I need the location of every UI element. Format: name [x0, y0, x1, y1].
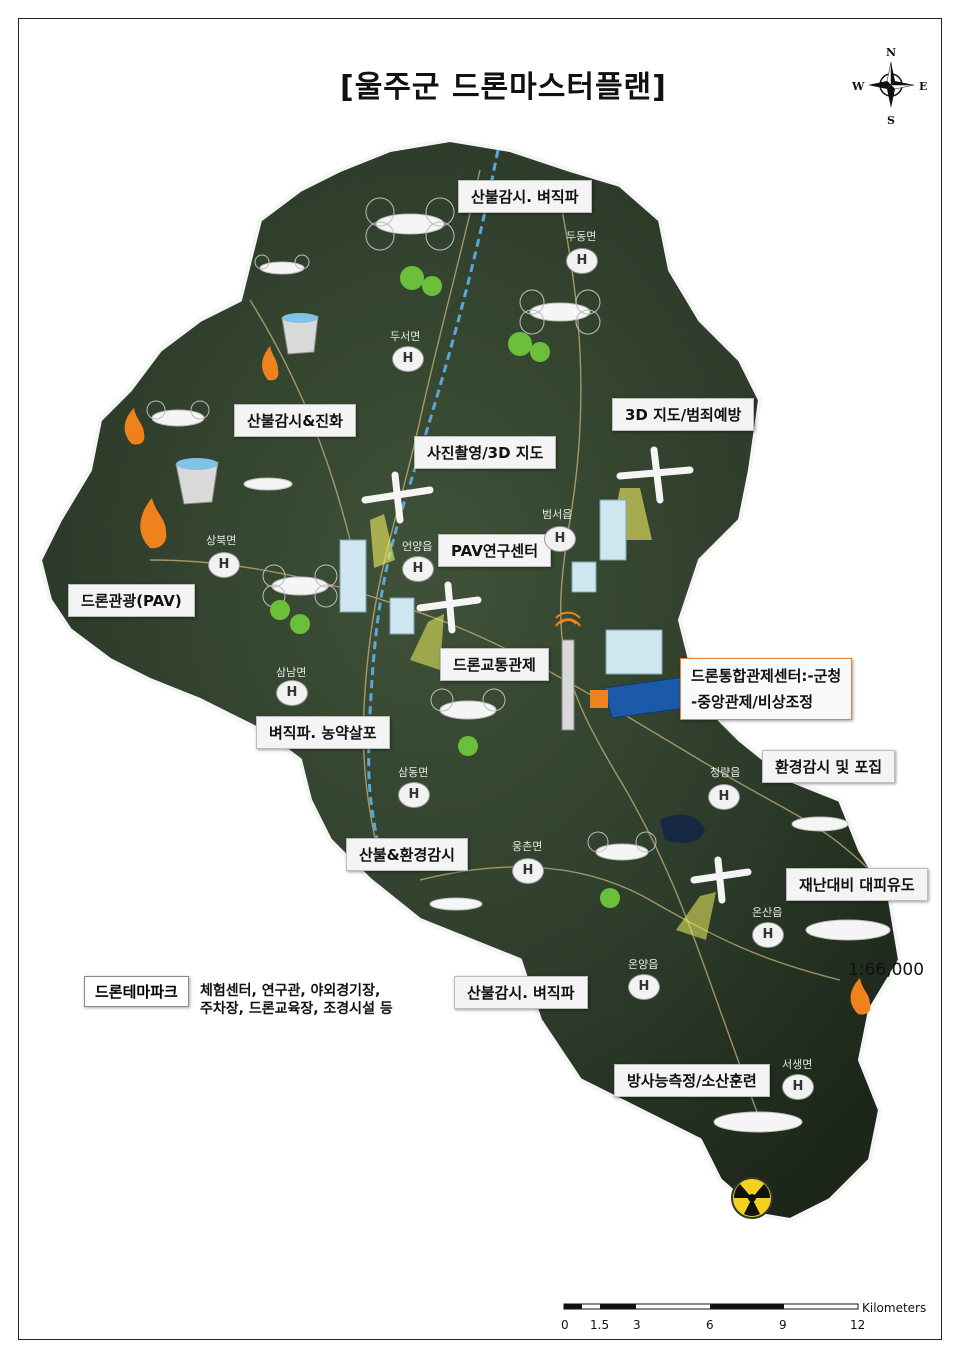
scale-tick: 0	[561, 1318, 569, 1332]
drone-icon	[429, 897, 483, 911]
building-icon	[599, 499, 627, 561]
radiation-icon	[731, 1177, 773, 1219]
helipad-seosaeng: H	[782, 1074, 814, 1100]
fixed-wing-drone-icon	[676, 856, 752, 940]
theme-park-description: 체험센터, 연구관, 야외경기장, 주차장, 드론교육장, 조경시설 등	[200, 982, 393, 1018]
theme-park-desc-line1: 체험센터, 연구관, 야외경기장,	[200, 983, 381, 999]
label-photo-3d-map: 사진촬영/3D 지도	[414, 436, 557, 469]
fire-icon	[124, 408, 145, 445]
scale-tick: 6	[706, 1318, 714, 1332]
helipad-duseo: H	[392, 346, 424, 372]
scale-bar	[563, 1303, 859, 1310]
helipad-onsan: H	[752, 922, 784, 948]
region-ungchon: 웅촌면	[512, 840, 543, 853]
compass-south: S	[887, 114, 895, 127]
fixed-wing-drone-icon	[361, 471, 434, 568]
drone-icon	[713, 1111, 803, 1133]
label-control-center: 드론통합관제센터:-군청 -중앙관제/비상조정	[680, 658, 853, 720]
control-center-monitor-icon	[590, 629, 701, 719]
drone-icon	[791, 816, 849, 832]
region-beomseo: 범서읍	[542, 508, 573, 521]
helipad-dudong: H	[566, 248, 598, 274]
region-onsan: 온산읍	[752, 906, 783, 919]
label-drone-traffic-control: 드론교통관제	[440, 648, 549, 681]
region-sangbuk: 상북면	[206, 534, 237, 547]
helipad-eonyang: H	[402, 556, 434, 582]
label-fire-environment-watch: 산불&환경감시	[346, 838, 468, 871]
theme-park-desc-line2: 주차장, 드론교육장, 조경시설 등	[200, 1001, 393, 1017]
control-center-line1: 드론통합관제센터:-군청	[691, 667, 842, 685]
helipad-onyang: H	[628, 974, 660, 1000]
label-pav-research-center: PAV연구센터	[438, 534, 552, 567]
plant-icon	[508, 332, 532, 356]
label-environment-sampling: 환경감시 및 포집	[762, 750, 896, 783]
fixed-wing-drone-icon	[410, 581, 482, 670]
label-radiation-measurement: 방사능측정/소산훈련	[614, 1064, 770, 1097]
helipad-beomseo: H	[544, 526, 576, 552]
building-icon	[339, 539, 367, 613]
plant-icon	[600, 888, 620, 908]
drone-icon	[146, 400, 210, 427]
drone-icon	[365, 197, 455, 251]
region-cheongnyang: 청량읍	[710, 766, 741, 779]
building-icon	[571, 561, 597, 593]
label-fire-watch-rice-south: 산불감시. 벼직파	[454, 976, 588, 1009]
compass-west: W	[852, 80, 865, 93]
control-center-line2: -중앙관제/비상조정	[691, 693, 814, 711]
drone-icon	[587, 831, 657, 861]
scale-tick: 3	[633, 1318, 641, 1332]
building-icon	[389, 597, 415, 635]
region-samdong: 삼동면	[398, 766, 429, 779]
scale-unit: Kilometers	[862, 1301, 927, 1315]
map-title: [울주군 드론마스터플랜]	[340, 70, 667, 105]
label-fire-watch-rice-north: 산불감시. 벼직파	[458, 180, 592, 213]
label-disaster-evacuation: 재난대비 대피유도	[786, 868, 928, 901]
helipad-samnam: H	[276, 680, 308, 706]
fire-icon	[262, 346, 279, 381]
region-eonyang: 언양읍	[402, 540, 433, 553]
drone-icon	[519, 289, 601, 335]
drone-icon	[243, 477, 293, 491]
compass-east: E	[919, 80, 928, 93]
compass-rose-icon	[868, 61, 915, 108]
drone-icon	[262, 564, 338, 608]
plant-icon	[400, 266, 424, 290]
scale-tick: 1.5	[590, 1318, 610, 1332]
label-drone-tourism-pav: 드론관광(PAV)	[68, 584, 195, 617]
plant-icon	[270, 600, 290, 620]
drone-theme-park-label: 드론테마파크	[84, 976, 189, 1007]
drone-icon	[805, 919, 891, 941]
label-fire-watch-suppression: 산불감시&진화	[234, 404, 356, 437]
region-duseo: 두서면	[390, 330, 421, 343]
helipad-samdong: H	[398, 782, 430, 808]
scale-tick: 9	[779, 1318, 787, 1332]
drone-icon	[430, 688, 506, 720]
map-frame	[18, 18, 942, 1340]
scale-ratio: 1:66,000	[848, 960, 925, 980]
fire-icon	[140, 498, 167, 549]
region-onyang: 온양읍	[628, 958, 659, 971]
plant-icon	[458, 736, 478, 756]
water-bucket-icon	[281, 313, 319, 355]
fire-icon	[850, 978, 871, 1015]
region-dudong: 두동면	[566, 230, 597, 243]
region-seosaeng: 서생면	[782, 1058, 813, 1071]
drone-icon	[254, 254, 310, 275]
compass-north: N	[886, 46, 897, 59]
helipad-cheongnyang: H	[708, 784, 740, 810]
region-samnam: 삼남면	[276, 666, 307, 679]
water-bucket-icon	[175, 458, 219, 505]
signal-icon	[555, 611, 581, 625]
label-rice-pesticide: 벼직파. 농약살포	[256, 716, 390, 749]
scale-tick: 12	[850, 1318, 866, 1332]
helipad-ungchon: H	[512, 858, 544, 884]
helipad-sangbuk: H	[208, 552, 240, 578]
label-3d-map-crime-prevention: 3D 지도/범죄예방	[612, 398, 755, 431]
